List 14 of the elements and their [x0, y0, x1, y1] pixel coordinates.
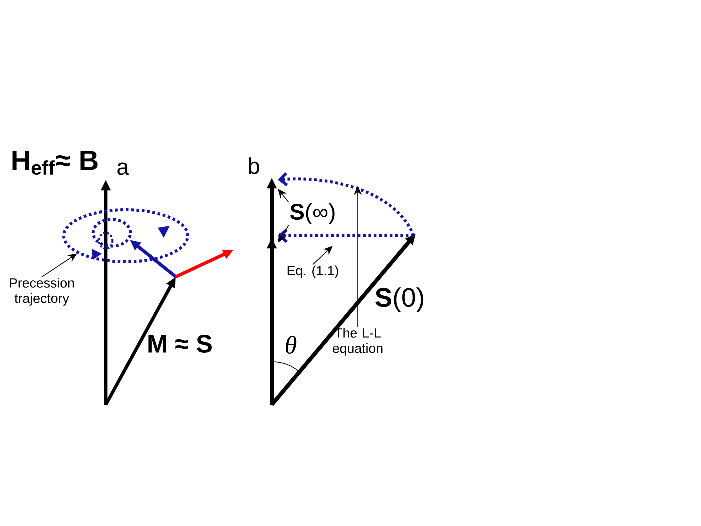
equation-label: Eq. (1.1) — [288, 266, 338, 278]
equation-label: The L-L equation — [332, 328, 383, 356]
angle-label: θ — [286, 336, 297, 354]
vector-label: S(0) — [376, 288, 424, 312]
leader-line — [278, 189, 290, 203]
precession-label: Precession trajectory — [10, 278, 74, 306]
leader-line — [278, 225, 290, 243]
vector-label: M ≈ S — [148, 335, 212, 353]
vector-label: S(∞) — [290, 203, 335, 225]
panel-label: b — [249, 158, 260, 174]
trajectory-ellipse — [62, 208, 190, 264]
leader-line — [312, 246, 333, 266]
panel-label: a — [118, 162, 130, 176]
field-label: H$_{eff}$≈ B — [12, 150, 98, 176]
